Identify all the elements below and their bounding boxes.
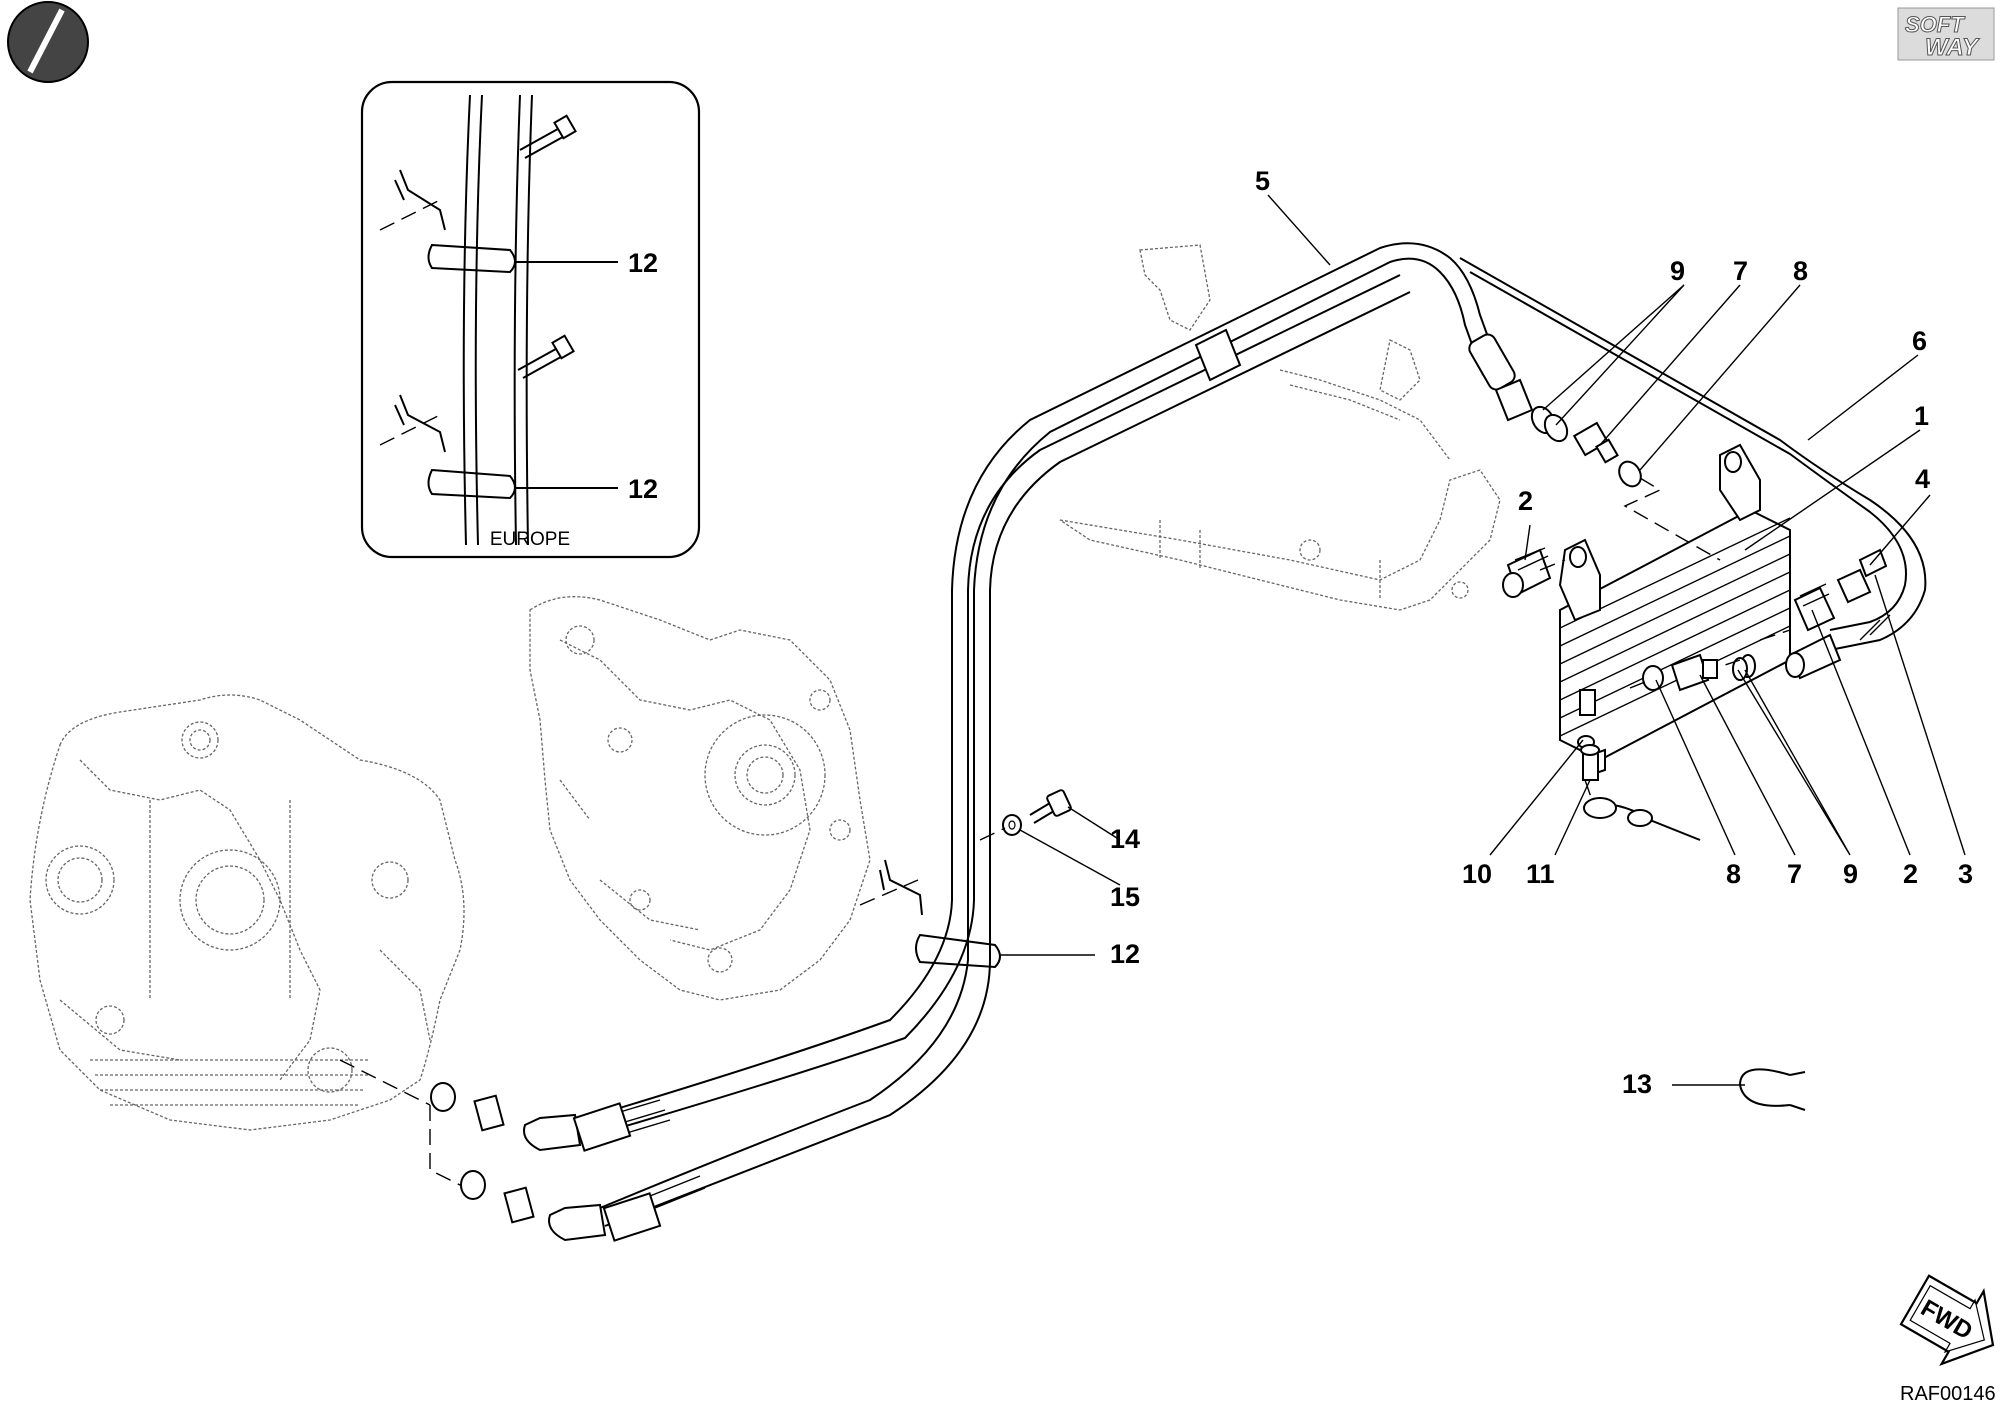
callout-5: 5	[1255, 166, 1270, 196]
cooler-right-fittings	[1679, 548, 1888, 681]
callout-4: 4	[1915, 464, 1930, 494]
callout-3: 3	[1958, 859, 1973, 889]
callout-7-top: 7	[1733, 256, 1748, 286]
inset-clip-bottom	[379, 394, 516, 500]
forward-direction-arrow: FWD	[1899, 1274, 1995, 1366]
callout-11: 11	[1526, 859, 1555, 889]
callout-numbers: 5 9 7 8 6 1 4 2 10 11 8 7 9 2 3 14 15 12…	[1110, 166, 1973, 1099]
europe-inset: 12 12 EUROPE	[360, 80, 701, 559]
hose-5-end-fitting	[1468, 333, 1534, 422]
callout-15: 15	[1110, 882, 1140, 912]
brand-emblem	[7, 1, 89, 83]
inset-screw-top	[519, 114, 577, 159]
callout-6: 6	[1912, 326, 1927, 356]
logo-line2: WAY	[1925, 34, 1980, 61]
logo-line1: SOFT	[1905, 12, 1965, 37]
callout-leaders	[1000, 194, 1966, 1086]
callout-7-bottom: 7	[1787, 859, 1802, 889]
callout-9-bottom: 9	[1843, 859, 1858, 889]
cooler-left-fitting-2	[1502, 547, 1566, 598]
inset-clip-top	[379, 169, 516, 274]
callout-13: 13	[1622, 1069, 1652, 1099]
inset-caption: EUROPE	[490, 529, 570, 550]
callout-8-bottom: 8	[1726, 859, 1741, 889]
inset-callout-12-bottom: 12	[628, 474, 658, 504]
hose-end-fittings-lower-left	[339, 1059, 662, 1242]
callout-14: 14	[1110, 824, 1140, 854]
crankcase-right-ghost	[529, 596, 871, 1001]
callout-8-top: 8	[1793, 256, 1808, 286]
inset-screw-mid	[517, 334, 575, 379]
crankcase-left-ghost	[29, 694, 465, 1131]
cooler-lower-fittings	[1577, 653, 1718, 841]
inset-callout-12-top: 12	[628, 248, 658, 278]
hose-clip-12	[859, 859, 1001, 969]
callout-10: 10	[1462, 859, 1492, 889]
frame-ghost	[1059, 244, 1501, 611]
drawing-reference: RAF00146	[1900, 1383, 1996, 1405]
oil-cooler-radiator	[1558, 443, 1791, 777]
callout-1: 1	[1914, 401, 1929, 431]
oil-hose-upper	[569, 242, 1501, 1142]
callout-2-top: 2	[1518, 486, 1533, 516]
callout-2-bottom: 2	[1903, 859, 1918, 889]
cooler-upper-fittings	[1530, 405, 1721, 561]
oil-hose-lower	[599, 274, 1411, 1227]
callout-12: 12	[1110, 939, 1140, 969]
screw-14-washer-15	[979, 789, 1072, 841]
circlip-13	[1738, 1068, 1806, 1111]
softway-logo: SOFT WAY	[1897, 7, 1995, 62]
oil-hose-return	[1459, 257, 1927, 651]
hose-clamp-upper	[1194, 328, 1242, 382]
callout-9-top: 9	[1670, 256, 1685, 286]
